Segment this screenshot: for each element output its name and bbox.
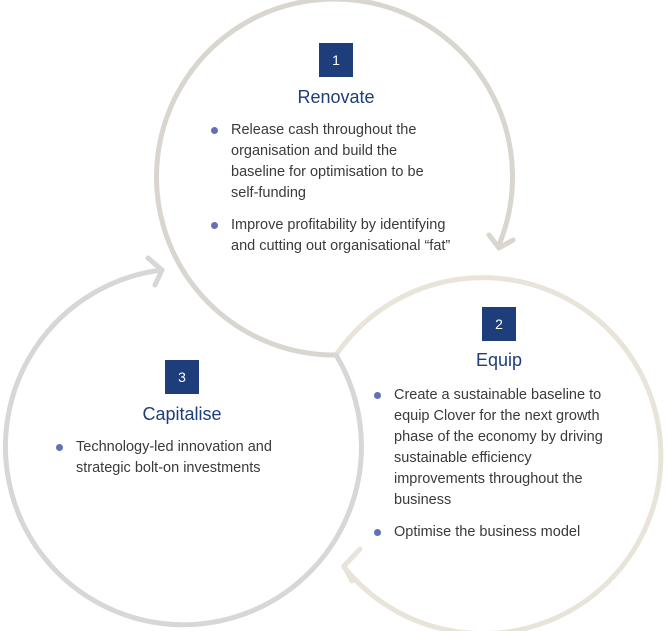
bullet-text: Create a sustainable baseline to equip C… [394, 387, 603, 508]
bullet-text: Release cash throughout the organisation… [231, 122, 424, 201]
arrow-head-renovate-to-equip [486, 232, 516, 251]
bullet-text: Optimise the business model [394, 524, 581, 540]
bullet-dot-icon [56, 444, 63, 451]
list-item: Release cash throughout the organisation… [211, 120, 451, 204]
ring-equip [333, 275, 664, 631]
list-item: Technology-led innovation and strategic … [56, 437, 306, 479]
arrow-head-capitalise-to-renovate [145, 255, 165, 288]
stage-title: Equip [475, 350, 523, 370]
bullet-list: Release cash throughout the organisation… [211, 120, 451, 268]
bullet-list: Technology-led innovation and strategic … [56, 437, 306, 490]
arrow-head-equip-to-capitalise [341, 546, 363, 584]
stage-title: Capitalise [142, 404, 222, 424]
bullet-dot-icon [211, 222, 218, 229]
list-item: Create a sustainable baseline to equip C… [374, 385, 624, 511]
list-item: Improve profitability by identifying and… [211, 215, 451, 257]
bullet-text: Improve profitability by identifying and… [231, 217, 451, 254]
stage-number-badge: 1 [319, 43, 353, 77]
ring-renovate [154, 0, 515, 358]
bullet-dot-icon [374, 392, 381, 399]
bullet-list: Create a sustainable baseline to equip C… [374, 385, 624, 554]
stage-title: Renovate [297, 87, 375, 107]
stage-number-badge: 2 [482, 307, 516, 341]
ring-capitalise [3, 267, 364, 628]
stage-number-badge: 3 [165, 360, 199, 394]
bullet-dot-icon [374, 529, 381, 536]
bullet-text: Technology-led innovation and strategic … [76, 439, 272, 476]
list-item: Optimise the business model [374, 522, 624, 543]
bullet-dot-icon [211, 127, 218, 134]
